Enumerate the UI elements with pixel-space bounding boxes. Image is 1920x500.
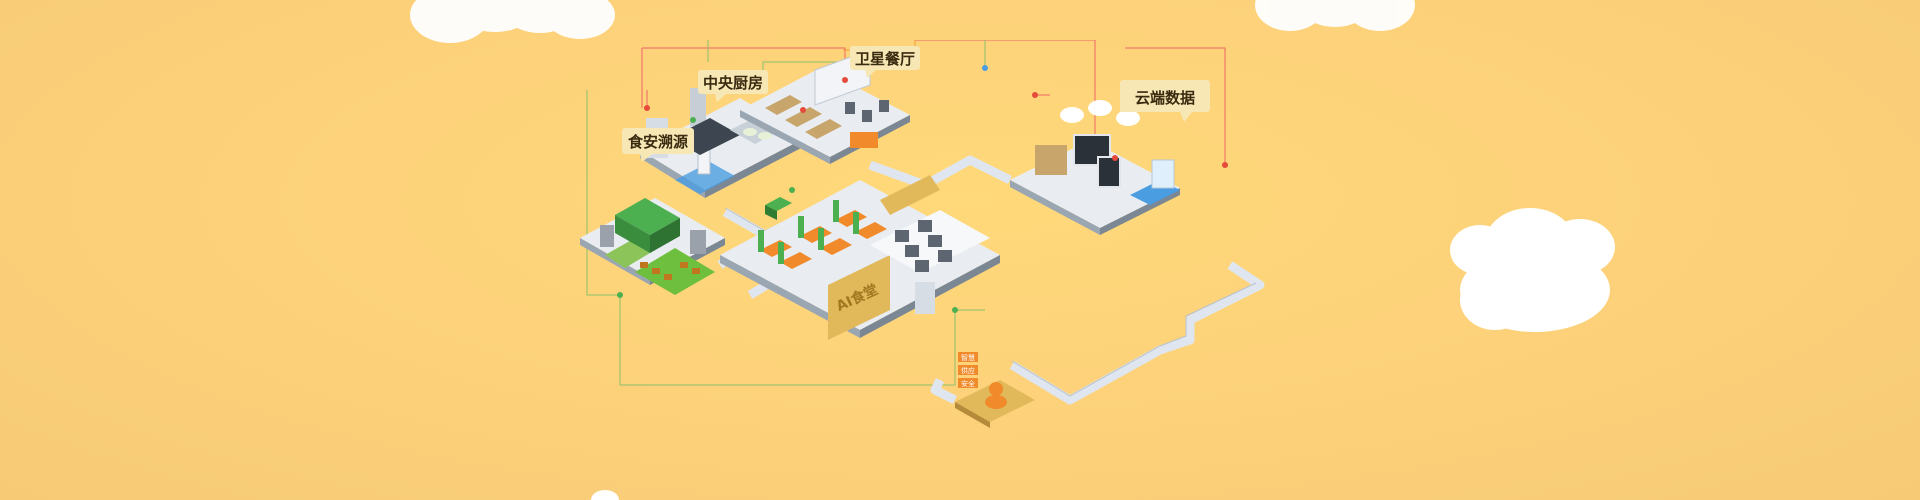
dining-booths [758, 200, 887, 269]
cloud-data-platform [1010, 100, 1180, 235]
label-cloud-data: 云端数据 [1135, 89, 1195, 107]
callout-satellite-canteen: 卫星餐厅 [850, 46, 920, 78]
cloud-top-center [1255, 0, 1415, 31]
cloud-top-left [410, 0, 615, 43]
delivery-truck-1 [765, 197, 792, 220]
callout-central-kitchen: 中央厨房 [698, 70, 768, 102]
farm-platform [580, 198, 725, 295]
cloud-right [1450, 208, 1615, 332]
label-food-safety-trace: 食安溯源 [628, 133, 688, 151]
small-tags: 智慧 供应 安全 [958, 352, 978, 388]
label-central-kitchen: 中央厨房 [703, 74, 763, 92]
callout-cloud-data: 云端数据 [1120, 80, 1210, 122]
tag-3: 安全 [961, 379, 975, 388]
callout-food-safety-trace: 食安溯源 [622, 128, 694, 162]
cloud-bottom [591, 490, 619, 500]
smart-canteen-illustration: 智慧 供应 安全 食安溯源 [580, 40, 1265, 428]
label-satellite-canteen: 卫星餐厅 [855, 50, 915, 68]
tag-1: 智慧 [961, 353, 975, 362]
inspector-tile: 智慧 供应 安全 [955, 352, 1035, 428]
ai-canteen-platform [720, 175, 1000, 340]
tag-2: 供应 [961, 366, 975, 375]
